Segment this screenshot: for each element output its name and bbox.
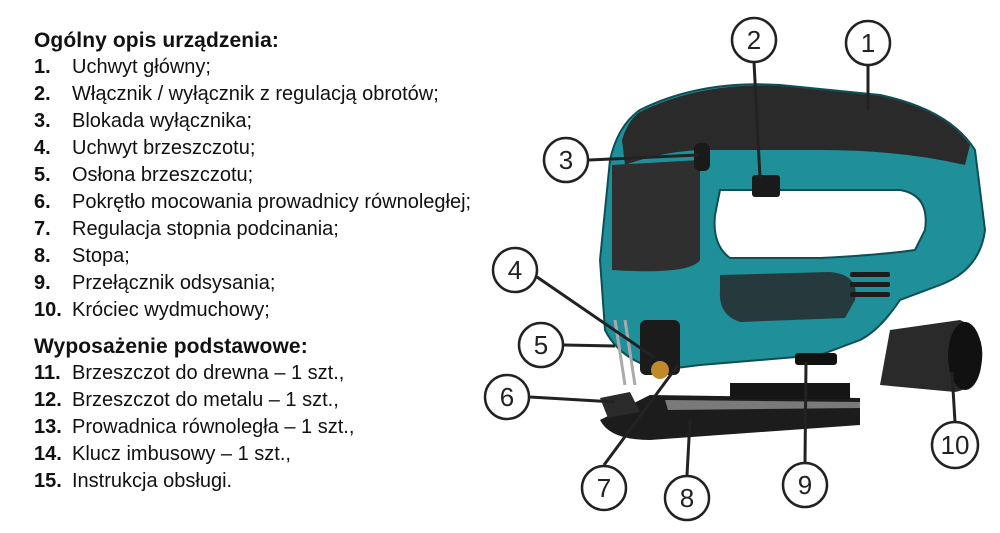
legend-panel: Ogólny opis urządzenia: 1. Uchwyt główny;… bbox=[34, 28, 594, 495]
callout-circle bbox=[580, 464, 628, 512]
list-item: 8. Stopa; bbox=[34, 243, 594, 270]
list-item: 15. Instrukcja obsługi. bbox=[34, 468, 594, 495]
equipment-heading: Wyposażenie podstawowe: bbox=[34, 335, 308, 358]
item-label: Brzeszczot do drewna – 1 szt., bbox=[72, 362, 345, 384]
list-item: 7. Regulacja stopnia podcinania; bbox=[34, 216, 594, 243]
item-number: 14. bbox=[34, 443, 62, 465]
callout-number: 5 bbox=[534, 330, 548, 360]
list-item: 9. Przełącznik odsysania; bbox=[34, 270, 594, 297]
list-item: 11. Brzeszczot do drewna – 1 szt., bbox=[34, 360, 594, 387]
list-item: 12. Brzeszczot do metalu – 1 szt., bbox=[34, 387, 594, 414]
callout-number: 10 bbox=[941, 430, 970, 460]
callout-number: 3 bbox=[559, 145, 573, 175]
callout-10: 10 bbox=[930, 420, 980, 470]
equipment-list: 11. Brzeszczot do drewna – 1 szt., 12. Brz… bbox=[34, 360, 594, 495]
list-item: 2. Włącznik / wyłącznik z regulacją obrot… bbox=[34, 81, 594, 108]
blade-clamp-block bbox=[640, 320, 680, 375]
list-item: 6. Pokrętło mocowania prowadnicy równoleg… bbox=[34, 189, 594, 216]
callout-number: 4 bbox=[508, 255, 522, 285]
vent-slots bbox=[850, 272, 890, 297]
list-item: 10. Króciec wydmuchowy; bbox=[34, 297, 594, 324]
item-label: Osłona brzeszczotu; bbox=[72, 164, 254, 186]
item-number: 1. bbox=[34, 56, 51, 78]
item-label: Króciec wydmuchowy; bbox=[72, 299, 270, 321]
item-number: 3. bbox=[34, 110, 51, 132]
dust-port-opening bbox=[948, 322, 982, 390]
jigsaw-side-grip bbox=[612, 160, 700, 272]
callout-circle bbox=[730, 16, 778, 64]
list-item: 13. Prowadnica równoległa – 1 szt., bbox=[34, 414, 594, 441]
item-number: 9. bbox=[34, 272, 51, 294]
item-number: 8. bbox=[34, 245, 51, 267]
general-list: 1. Uchwyt główny; 2. Włącznik / wyłącznik … bbox=[34, 54, 594, 324]
adjust-knob bbox=[651, 361, 669, 379]
callout-circle bbox=[491, 246, 539, 294]
callout-5: 5 bbox=[517, 321, 565, 369]
callout-circle bbox=[781, 461, 829, 509]
item-label: Prowadnica równoległa – 1 szt., bbox=[72, 416, 355, 438]
list-item: 14. Klucz imbusowy – 1 szt., bbox=[34, 441, 594, 468]
callout-2: 2 bbox=[730, 16, 778, 64]
item-number: 10. bbox=[34, 299, 62, 321]
lock-button bbox=[694, 143, 710, 171]
item-label: Regulacja stopnia podcinania; bbox=[72, 218, 339, 240]
item-number: 15. bbox=[34, 470, 62, 492]
callout-circle bbox=[542, 136, 590, 184]
callout-circle bbox=[483, 373, 531, 421]
item-label: Brzeszczot do metalu – 1 szt., bbox=[72, 389, 339, 411]
handle-opening bbox=[713, 189, 927, 259]
list-item: 3. Blokada wyłącznika; bbox=[34, 108, 594, 135]
general-heading: Ogólny opis urządzenia: bbox=[34, 29, 279, 52]
extraction-switch bbox=[795, 353, 837, 365]
callout-number: 2 bbox=[747, 25, 761, 55]
callout-number: 7 bbox=[597, 473, 611, 503]
callout-number: 9 bbox=[798, 470, 812, 500]
item-label: Stopa; bbox=[72, 245, 130, 267]
item-label: Przełącznik odsysania; bbox=[72, 272, 276, 294]
jigsaw-lower-grip bbox=[719, 272, 856, 322]
callout-6: 6 bbox=[483, 373, 531, 421]
item-label: Uchwyt brzeszczotu; bbox=[72, 137, 256, 159]
item-number: 7. bbox=[34, 218, 51, 240]
callout-9: 9 bbox=[781, 461, 829, 509]
list-item: 1. Uchwyt główny; bbox=[34, 54, 594, 81]
callout-1: 1 bbox=[844, 19, 892, 67]
callout-3: 3 bbox=[542, 136, 590, 184]
trigger-switch bbox=[752, 175, 780, 197]
callout-4: 4 bbox=[491, 246, 539, 294]
callout-number: 6 bbox=[500, 382, 514, 412]
item-number: 4. bbox=[34, 137, 51, 159]
callout-circle bbox=[663, 474, 711, 522]
item-number: 11. bbox=[34, 362, 61, 384]
item-number: 2. bbox=[34, 83, 51, 105]
item-number: 6. bbox=[34, 191, 51, 213]
item-label: Pokrętło mocowania prowadnicy równoległe… bbox=[72, 191, 472, 213]
item-number: 5. bbox=[34, 164, 51, 186]
callout-circle bbox=[517, 321, 565, 369]
callout-circle bbox=[844, 19, 892, 67]
list-item: 4. Uchwyt brzeszczotu; bbox=[34, 135, 594, 162]
jigsaw-top-grip bbox=[622, 85, 970, 165]
callout-number: 8 bbox=[680, 483, 694, 513]
foot-plate-top bbox=[665, 400, 860, 410]
item-number: 13. bbox=[34, 416, 62, 438]
leader-lines bbox=[529, 61, 957, 476]
item-number: 12. bbox=[34, 389, 62, 411]
jigsaw-illustration bbox=[598, 83, 987, 440]
callout-7: 7 bbox=[580, 464, 628, 512]
item-label: Uchwyt główny; bbox=[72, 56, 211, 78]
callout-circle bbox=[930, 420, 980, 470]
item-label: Blokada wyłącznika; bbox=[72, 110, 253, 132]
item-label: Klucz imbusowy – 1 szt., bbox=[72, 443, 291, 465]
callout-8: 8 bbox=[663, 474, 711, 522]
list-item: 5. Osłona brzeszczotu; bbox=[34, 162, 594, 189]
item-label: Instrukcja obsługi. bbox=[72, 470, 233, 492]
item-label: Włącznik / wyłącznik z regulacją obrotów… bbox=[72, 83, 439, 105]
callout-number: 1 bbox=[861, 28, 875, 58]
